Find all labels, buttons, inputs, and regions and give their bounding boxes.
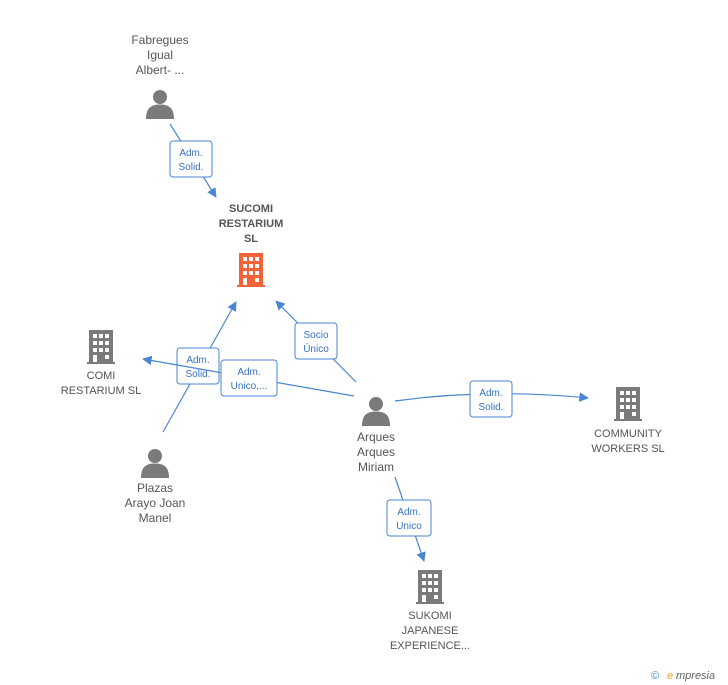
edge-label-line: Adm.: [479, 388, 502, 399]
node-sucomi[interactable]: SUCOMI RESTARIUM SL: [219, 203, 284, 287]
node-label-line: Arayo Joan: [125, 496, 186, 510]
edge-label-line: Adm.: [186, 355, 209, 366]
edge-label-line: Unico: [396, 521, 422, 532]
node-label-line: WORKERS SL: [591, 443, 664, 455]
node-label-line: JAPANESE: [402, 625, 459, 637]
node-label-line: EXPERIENCE...: [390, 640, 470, 652]
edge-label-line: Solid.: [478, 402, 503, 413]
person-icon[interactable]: [141, 449, 169, 478]
node-label-line: Arques: [357, 445, 395, 459]
node-label-line: RESTARIUM: [219, 218, 284, 230]
edge-fabregues-to-sucomi: Adm. Solid.: [169, 123, 217, 198]
building-icon[interactable]: [614, 387, 642, 421]
building-icon[interactable]: [416, 570, 444, 604]
node-label-line: Arques: [357, 430, 395, 444]
edge-label-line: Adm.: [397, 507, 420, 518]
edge-label-box[interactable]: [469, 380, 513, 418]
node-label-line: Manel: [139, 511, 172, 525]
edge-label-line: Socio: [303, 330, 328, 341]
node-sukomi[interactable]: SUKOMI JAPANESE EXPERIENCE...: [390, 570, 470, 652]
edge-label-line: Adm.: [179, 148, 202, 159]
person-icon[interactable]: [146, 90, 174, 119]
edge-label-line: Adm.: [237, 367, 260, 378]
edge-label-box[interactable]: [176, 347, 220, 385]
node-label-line: Igual: [147, 48, 173, 62]
person-icon[interactable]: [362, 397, 390, 426]
brand-initial: e: [667, 670, 673, 682]
edge-plazas-to-sucomi: Adm. Solid.: [162, 301, 237, 433]
node-label-line: COMI: [87, 370, 116, 382]
node-label-line: Fabregues: [131, 33, 188, 47]
edge-label-line: Único: [303, 342, 329, 355]
edge-arques-to-community: Adm. Solid.: [394, 380, 589, 418]
node-label-line: SL: [244, 233, 258, 245]
node-label-line: Albert- ...: [136, 63, 185, 77]
edge-arques-to-sukomi: Adm. Unico: [386, 476, 432, 562]
edge-arques-to-comi: Adm. Unico,...: [142, 355, 355, 397]
footer-brand: © e mpresia: [651, 670, 715, 682]
node-fabregues[interactable]: FabreguesIgualAlbert- ...: [131, 33, 189, 119]
edges-layer: Adm.Solid.Adm.Solid.SocioÚnicoAdm.Unico,…: [142, 123, 589, 562]
node-label-line: SUKOMI: [408, 610, 451, 622]
copyright-symbol: ©: [651, 670, 659, 682]
edge-label-line: Solid.: [178, 162, 203, 173]
node-label-line: RESTARIUM SL: [61, 385, 141, 397]
node-label-line: COMMUNITY: [594, 428, 662, 440]
node-label-line: Plazas: [137, 481, 173, 495]
edge-label-line: Solid.: [185, 369, 210, 380]
node-label-line: SUCOMI: [229, 203, 273, 215]
edge-label-line: Unico,...: [231, 381, 268, 392]
node-comi[interactable]: COMI RESTARIUM SL: [61, 330, 141, 397]
node-community[interactable]: COMMUNITY WORKERS SL: [591, 387, 665, 455]
edge-label-box[interactable]: [294, 322, 338, 360]
node-label-line: Miriam: [358, 460, 394, 474]
brand-name: mpresia: [676, 670, 715, 682]
edge-label-box[interactable]: [386, 499, 432, 537]
edge-label-box[interactable]: [220, 359, 278, 397]
building-icon[interactable]: [237, 253, 265, 287]
building-icon[interactable]: [87, 330, 115, 364]
edge-label-box[interactable]: [169, 140, 213, 178]
